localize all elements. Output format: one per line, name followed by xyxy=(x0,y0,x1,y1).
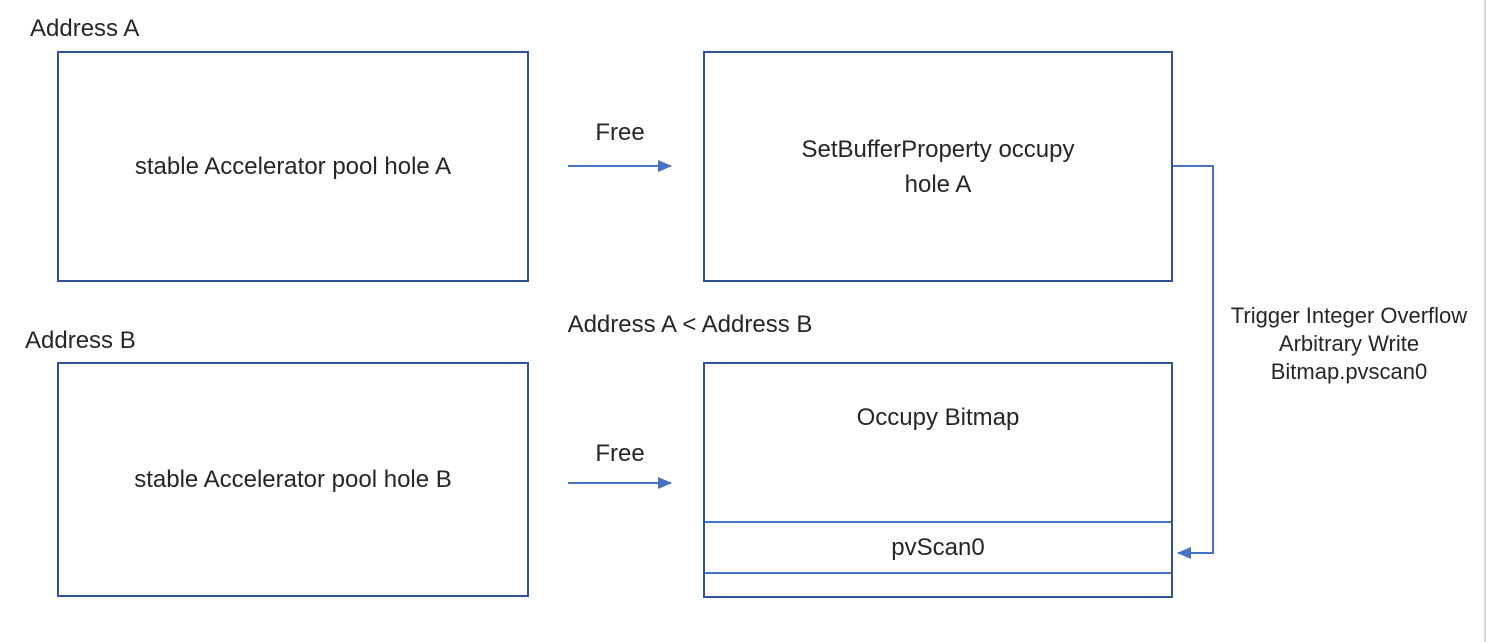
box-set-buffer-property-line1: SetBufferProperty occupy xyxy=(801,135,1075,163)
free-label-top: Free xyxy=(595,119,645,146)
overflow-connector-arrow xyxy=(1171,165,1214,559)
overflow-annotation-line3: Bitmap.pvscan0 xyxy=(1270,359,1428,384)
box-set-buffer-property: SetBufferProperty occupy hole A xyxy=(703,51,1173,282)
box-set-buffer-property-line2: hole A xyxy=(904,170,972,198)
overflow-annotation-line1: Trigger Integer Overflow xyxy=(1230,303,1468,328)
address-b-label: Address B xyxy=(25,327,136,354)
box-pool-hole-b-text: stable Accelerator pool hole B xyxy=(134,466,452,493)
overflow-annotation: Trigger Integer Overflow Arbitrary Write… xyxy=(1215,302,1483,386)
box-pool-hole-a-text: stable Accelerator pool hole A xyxy=(134,153,452,180)
bitmap-occupy-label: Occupy Bitmap xyxy=(856,404,1020,431)
screenshot-right-edge xyxy=(1484,0,1486,642)
address-comparison-label: Address A < Address B xyxy=(567,311,813,338)
overflow-annotation-line2: Arbitrary Write xyxy=(1278,331,1420,356)
free-label-bottom: Free xyxy=(595,440,645,467)
box-pool-hole-a: stable Accelerator pool hole A xyxy=(57,51,529,282)
bitmap-divider-bottom xyxy=(705,572,1171,574)
bitmap-divider-top xyxy=(705,521,1171,523)
box-pool-hole-b: stable Accelerator pool hole B xyxy=(57,362,529,597)
bitmap-pvscan0-label: pvScan0 xyxy=(891,534,985,561)
bitmap-pvscan0-row: pvScan0 xyxy=(705,523,1171,572)
address-a-label: Address A xyxy=(30,15,140,42)
box-bitmap: Occupy Bitmap pvScan0 xyxy=(703,362,1173,598)
